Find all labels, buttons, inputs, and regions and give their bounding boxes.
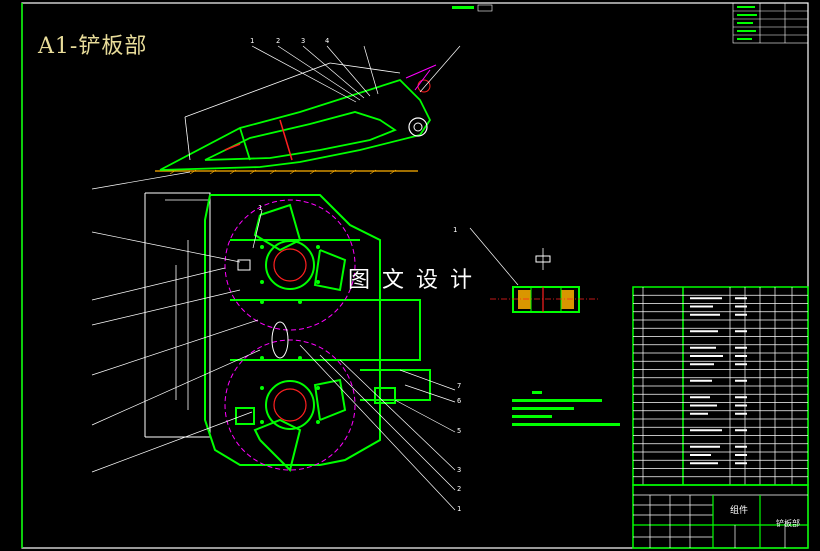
drawing-title: A1-铲板部: [38, 34, 148, 59]
balloon-right-6: 6: [457, 397, 462, 405]
balloon-right-5: 5: [457, 427, 462, 435]
parts-list-cell-text: [735, 297, 747, 300]
side-elevation-view: [155, 62, 437, 175]
balloon-top-4: 4: [325, 37, 330, 45]
parts-list-cell-text: [690, 313, 720, 316]
balloon-right-1: 1: [457, 505, 462, 513]
parts-list-cell-text: [690, 305, 713, 308]
parts-list-cell-text: [690, 363, 714, 366]
parts-list-cell-text: [690, 346, 716, 349]
parts-list-cell-text: [690, 355, 723, 357]
parts-list-cell-text: [735, 429, 747, 432]
title-block-field-label: 组件: [730, 506, 749, 516]
parts-list-cell-text: [735, 346, 747, 349]
leader-lines: [91, 45, 519, 511]
parts-list-cell-text: [735, 305, 747, 308]
parts-list-rows: [633, 294, 808, 478]
balloon-top-1: 1: [250, 37, 255, 45]
parts-list-cell-text: [690, 462, 718, 465]
balloon-right-3: 3: [457, 466, 462, 474]
parts-list-cell-text: [735, 330, 747, 333]
revision-table: [732, 2, 809, 44]
top-label-text: [452, 6, 474, 9]
parts-list-cell-text: [735, 462, 747, 465]
parts-list-cell-text: [690, 454, 711, 456]
technical-notes: [512, 391, 620, 426]
parts-list-cell-text: [735, 445, 747, 448]
parts-list-cell-text: [690, 379, 712, 382]
parts-list-cell-text: [690, 412, 708, 415]
parts-list: [632, 286, 809, 486]
balloon-top-3: 3: [301, 37, 306, 45]
parts-list-cell-text: [690, 396, 710, 399]
title-block: [632, 484, 809, 549]
balloon-detail-1: 1: [453, 226, 458, 234]
parts-list-cell-text: [735, 363, 747, 366]
section-detail: [490, 248, 600, 313]
parts-list-cell-text: [690, 445, 720, 448]
balloon-right-2: 2: [457, 485, 462, 493]
parts-list-cell-text: [690, 330, 718, 333]
balloon-right-7: 7: [457, 382, 462, 390]
plan-view: [144, 192, 431, 472]
balloon-plan-1: 1: [258, 204, 263, 212]
parts-list-cell-text: [690, 404, 717, 407]
balloon-top-2: 2: [276, 37, 281, 45]
parts-list-cell-text: [735, 355, 747, 357]
parts-list-cell-text: [735, 454, 747, 456]
parts-list-cell-text: [735, 396, 747, 399]
parts-list-cell-text: [690, 429, 722, 432]
parts-list-cell-text: [735, 412, 747, 415]
parts-list-cell-text: [735, 379, 747, 382]
parts-list-cell-text: [735, 313, 747, 316]
title-block-drawing-name: 铲板部: [776, 519, 800, 528]
watermark-text: 图文设计: [348, 268, 485, 293]
parts-list-cell-text: [735, 404, 747, 407]
parts-list-cell-text: [690, 297, 722, 300]
top-label-box: [477, 4, 493, 12]
